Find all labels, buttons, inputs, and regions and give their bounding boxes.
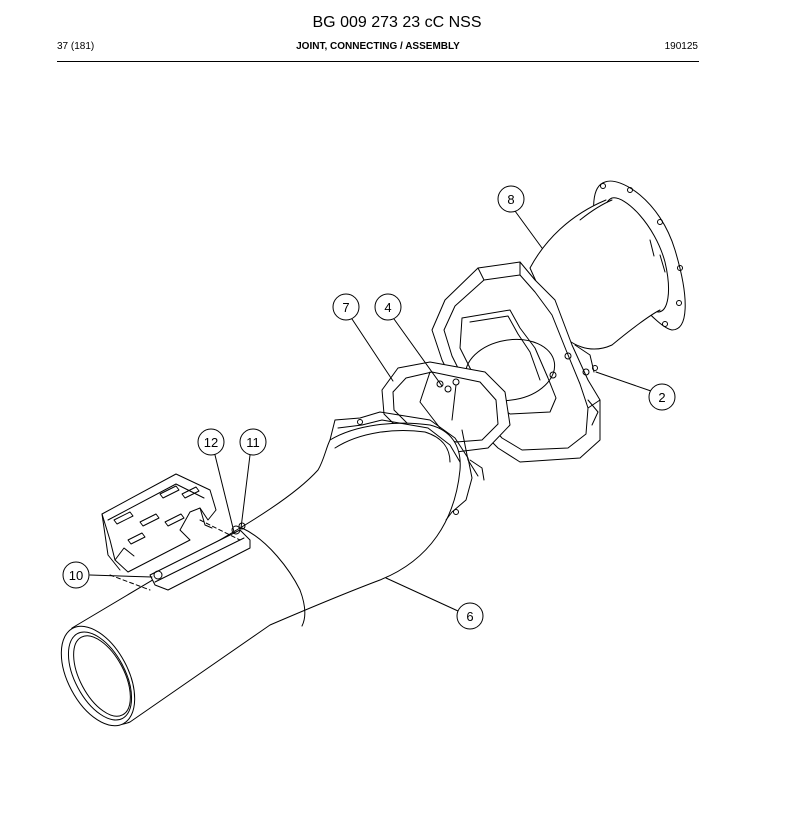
callout-4: 4 bbox=[374, 293, 402, 321]
callout-8: 8 bbox=[497, 185, 525, 213]
page-reference: 37 (181) bbox=[57, 41, 95, 52]
callout-11-label: 11 bbox=[246, 435, 260, 450]
page-title: JOINT, CONNECTING / ASSEMBLY bbox=[296, 41, 460, 52]
leader-2 bbox=[595, 371, 652, 392]
callout-2-label: 2 bbox=[658, 390, 665, 405]
leader-7 bbox=[351, 318, 394, 382]
callout-4-label: 4 bbox=[384, 300, 391, 315]
leader-6 bbox=[385, 577, 459, 612]
document-number: BG 009 273 23 cC NSS bbox=[312, 14, 482, 31]
callout-6-label: 6 bbox=[466, 609, 473, 624]
leader-lines bbox=[89, 210, 652, 612]
callout-balloons: 8 7 4 2 12 11 10 6 bbox=[62, 185, 676, 630]
callout-11: 11 bbox=[239, 428, 267, 456]
pipe-end-lip bbox=[60, 625, 136, 727]
callout-7-label: 7 bbox=[342, 300, 349, 315]
callout-10: 10 bbox=[62, 561, 90, 589]
leader-11 bbox=[240, 454, 251, 529]
saddle-plate bbox=[109, 519, 251, 591]
leader-8 bbox=[514, 210, 543, 249]
header-rule bbox=[57, 61, 699, 62]
callout-2: 2 bbox=[648, 383, 676, 411]
flange bbox=[593, 180, 686, 331]
callout-6: 6 bbox=[456, 602, 484, 630]
callout-12: 12 bbox=[197, 428, 225, 456]
date-code: 190125 bbox=[664, 41, 698, 52]
bent-pipe bbox=[68, 422, 461, 726]
leader-10 bbox=[89, 574, 153, 578]
lower-pipe-clamp bbox=[329, 411, 473, 521]
leader-12 bbox=[214, 454, 235, 533]
leader-4 bbox=[393, 318, 443, 387]
callout-8-label: 8 bbox=[507, 192, 514, 207]
support-bracket bbox=[101, 473, 217, 573]
callout-10-label: 10 bbox=[69, 568, 83, 583]
callout-12-label: 12 bbox=[204, 435, 218, 450]
callout-7: 7 bbox=[332, 293, 360, 321]
